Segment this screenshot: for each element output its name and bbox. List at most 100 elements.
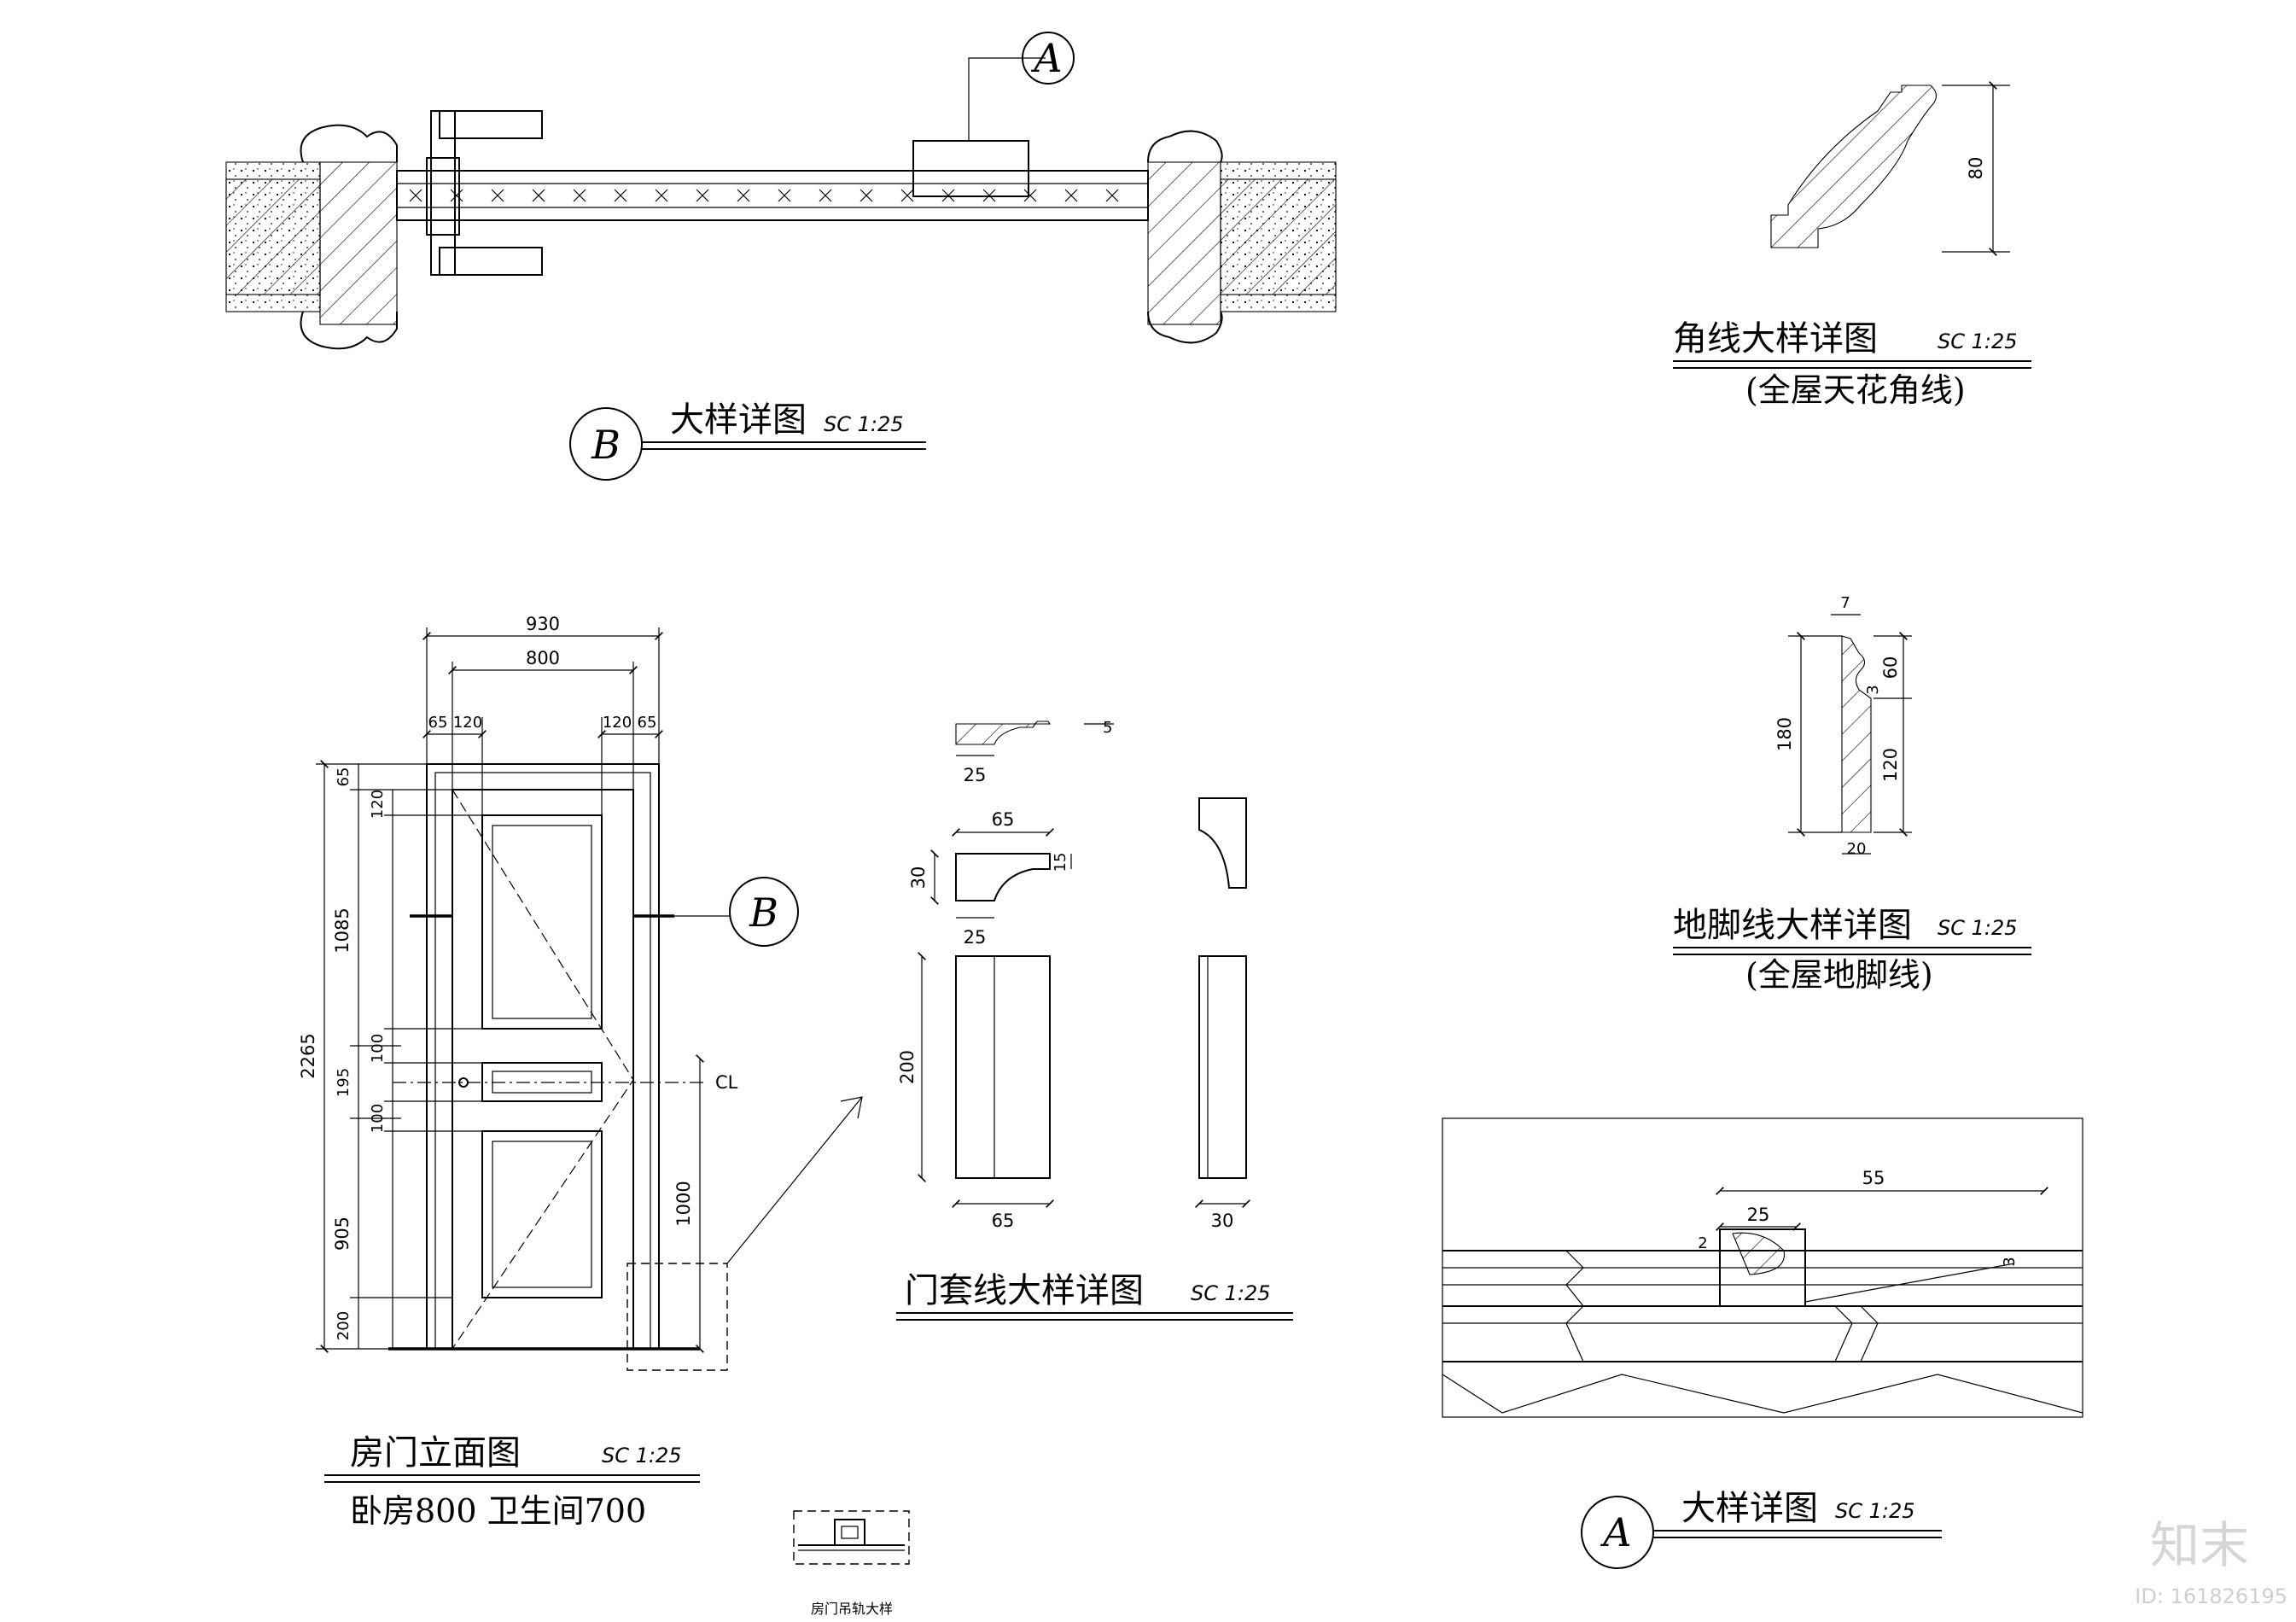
marker-a-title-text: A [1600,1509,1631,1555]
door-dim-195: 195 [335,1068,353,1097]
left-casing-top [300,124,398,163]
left-casing-bottom [300,311,398,350]
detail-b-plan-section: A B 大样详图 SC 1:25 [225,32,1337,481]
crown-subtitle: (全屋天花角线) [1745,371,1966,409]
door-core-block [778,189,791,202]
door-elevation: B CL 930 800 65 120 120 65 2265 65 [298,614,863,1530]
door-bottom-panel [481,1130,603,1298]
door-detail-callout [626,1263,728,1371]
casing-dim-5: 5 [1103,719,1112,737]
skirt-dim-7: 7 [1840,594,1850,612]
skirt-dim-3: 3 [1864,685,1882,694]
door-core-block [696,189,709,202]
casing-profile-mid [955,853,1051,901]
door-frame-outer [426,763,660,1350]
casing-dim-65b: 65 [992,1211,1015,1231]
skirt-scale: SC 1:25 [1938,916,2018,940]
detail-a-dim-55: 55 [1862,1168,1885,1188]
door-dim-800: 800 [526,648,560,668]
right-casing-bottom [1147,311,1223,344]
door-dim-65-left: 65 [428,714,448,732]
door-core-block [409,189,422,202]
door-core-block [614,189,627,202]
casing-side-view [1198,955,1247,1179]
marker-b-door [729,877,799,947]
door-core-block [860,189,873,202]
skirt-dim-180: 180 [1774,717,1795,751]
door-dim-2265: 2265 [298,1033,318,1078]
skirt-dim-60: 60 [1880,656,1901,680]
casing-dim-25a: 25 [964,765,987,785]
door-core-block [655,189,668,202]
casing-dim-15: 15 [1052,853,1069,872]
casing-dim-25b: 25 [964,927,987,948]
door-dim-h120: 120 [369,790,387,819]
door-dim-1000: 1000 [673,1181,694,1226]
door-core-block [1105,189,1119,202]
detail-b-scale: SC 1:25 [824,412,904,436]
handle-top [439,110,543,139]
crown-title: 角线大样详图 [1673,319,1878,359]
detail-a-dim-25: 25 [1747,1205,1770,1225]
marker-a-top [1022,32,1075,85]
casing-dim-30b: 30 [1211,1211,1234,1231]
casing-title: 门套线大样详图 [905,1271,1144,1310]
door-casing-detail: 25 5 65 30 15 25 200 65 30 门套线大样详图 SC 1:… [896,719,1293,1321]
door-rail-detail: 房门吊轨大样 [793,1510,910,1617]
marker-b-title [569,407,643,481]
door-subtitle: 卧房800 卫生间700 [350,1492,646,1530]
right-door-jamb [1147,161,1221,325]
casing-profile-side [1198,797,1247,889]
door-dim-120-left: 120 [453,714,482,732]
door-dim-h65: 65 [335,767,353,787]
skirt-subtitle: (全屋地脚线) [1745,956,1933,994]
casing-profile-top [955,721,1052,745]
crown-moulding-detail: 80 角线大样详图 SC 1:25 (全屋天花角线) [1673,81,2031,409]
door-scale: SC 1:25 [602,1444,682,1467]
door-core-blocks [409,189,1119,202]
casing-front-view [955,955,1051,1179]
skirting-detail: 180 60 120 3 7 20 地脚线大样详图 SC 1:25 (全屋地脚线… [1673,594,2031,994]
door-core-block [532,189,545,202]
door-dim-200: 200 [335,1311,353,1340]
door-core-block [1023,189,1037,202]
casing-dim-30: 30 [908,866,929,890]
left-wall-hatch [225,178,321,295]
door-dim-1085: 1085 [332,907,353,953]
door-core-block [819,189,832,202]
door-top-panel [481,814,603,1030]
crown-dim-80: 80 [1966,157,1986,180]
door-core-block [1064,189,1078,202]
door-title: 房门立面图 [350,1433,521,1473]
left-door-jamb [319,161,398,325]
detail-b-title: 大样详图 [670,400,807,440]
skirt-dim-20: 20 [1847,840,1867,858]
marker-a-top-text: A [1030,35,1062,81]
skirt-title: 地脚线大样详图 [1673,906,1912,945]
door-dim-65-right: 65 [638,714,657,732]
door-leaf [396,170,1149,221]
door-leaf-outline [452,789,634,1350]
callout-box-a [912,140,1029,197]
casing-dim-65: 65 [992,809,1015,830]
skirt-dim-120: 120 [1880,748,1901,782]
marker-b-door-text: B [749,890,778,936]
door-dim-905: 905 [332,1216,353,1251]
right-casing-top [1147,130,1223,163]
crown-profile [1770,85,1938,248]
detail-a-dim-2: 2 [1698,1234,1707,1252]
door-core-block [491,189,504,202]
marker-b-title-text: B [591,422,621,468]
handle-bottom [439,247,543,276]
detail-a-scale: SC 1:25 [1835,1499,1915,1523]
watermark-logo: 知末 [2150,1516,2249,1574]
rail-detail-frame [793,1510,910,1565]
watermark-id: ID: 161826195 [2135,1584,2287,1608]
door-dim-120-right: 120 [603,714,632,732]
door-core-block [737,189,750,202]
door-dim-100-upper: 100 [369,1034,387,1063]
door-dim-100-lower: 100 [369,1104,387,1133]
door-dim-930: 930 [526,614,560,634]
detail-a-title: 大样详图 [1681,1489,1818,1528]
